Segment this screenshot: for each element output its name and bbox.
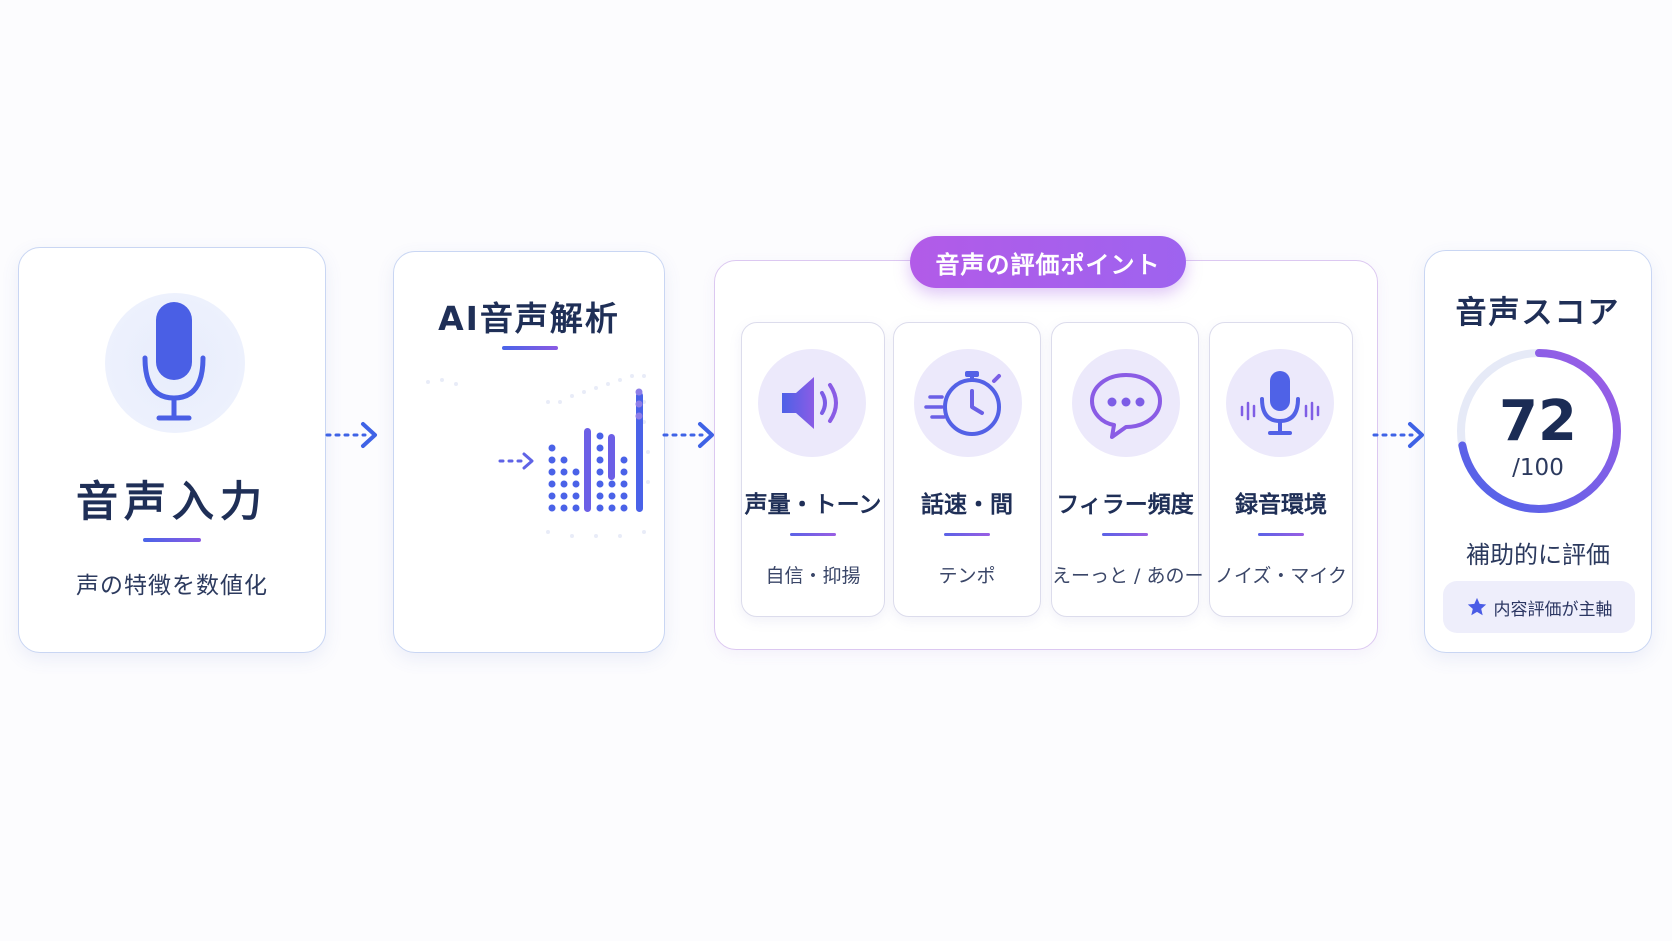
star-icon <box>1467 597 1486 616</box>
input-title: 音声入力 <box>75 477 268 526</box>
score-note: 補助的に評価 <box>1466 541 1610 569</box>
analysis-accent-bar <box>502 346 558 350</box>
speaker-icon <box>782 377 838 429</box>
point-label: 声量・トーン <box>744 492 882 518</box>
point-detail: えーっと / あのー <box>1052 565 1204 587</box>
score-value: 72 <box>1499 389 1577 454</box>
speech-bubble-icon <box>1090 373 1162 439</box>
point-accent-bar <box>944 533 990 536</box>
waveform-to-bars-icon <box>400 374 650 538</box>
score-gauge-arc <box>1457 349 1621 513</box>
point-label: 録音環境 <box>1235 492 1327 518</box>
input-subtitle: 声の特徴を数値化 <box>76 573 268 599</box>
point-card-recording: 録音環境 ノイズ・マイク <box>1209 322 1353 617</box>
score-title: 音声スコア <box>1455 295 1621 331</box>
score-max: /100 <box>1512 455 1564 481</box>
arrow-right-icon <box>1372 422 1424 448</box>
point-label: 話速・間 <box>921 492 1013 518</box>
score-gauge <box>1457 349 1621 513</box>
point-accent-bar <box>1258 533 1304 536</box>
main-axis-badge: 内容評価が主軸 <box>1443 581 1635 633</box>
microphone-wave-icon <box>51 302 295 421</box>
evaluation-points-header: 音声の評価ポイント <box>910 236 1186 288</box>
evaluation-points-card: 声量・トーン 自信・抑揚 話速・間 テンポ <box>714 260 1378 650</box>
point-detail: 自信・抑揚 <box>765 565 861 587</box>
input-card: 音声入力 声の特徴を数値化 <box>18 247 326 653</box>
input-accent-bar <box>143 538 201 542</box>
point-accent-bar <box>790 533 836 536</box>
analysis-card: AI音声解析 <box>393 251 665 653</box>
analysis-title: AI音声解析 <box>438 299 620 338</box>
point-card-volume: 声量・トーン 自信・抑揚 <box>741 322 885 617</box>
point-detail: ノイズ・マイク <box>1214 565 1348 587</box>
arrow-right-icon <box>325 422 377 448</box>
point-detail: テンポ <box>938 565 996 587</box>
stopwatch-icon <box>924 371 1001 436</box>
point-accent-bar <box>1102 533 1148 536</box>
microphone-icon <box>1240 371 1320 435</box>
badge-label: 内容評価が主軸 <box>1493 599 1613 620</box>
point-label: フィラー頻度 <box>1056 492 1194 518</box>
arrow-right-icon <box>662 422 714 448</box>
score-card: 音声スコア 72 /100 補助的に評価 内容評価が主軸 <box>1424 250 1652 653</box>
point-card-speed: 話速・間 テンポ <box>893 322 1041 617</box>
point-card-filler: フィラー頻度 えーっと / あのー <box>1051 322 1204 617</box>
